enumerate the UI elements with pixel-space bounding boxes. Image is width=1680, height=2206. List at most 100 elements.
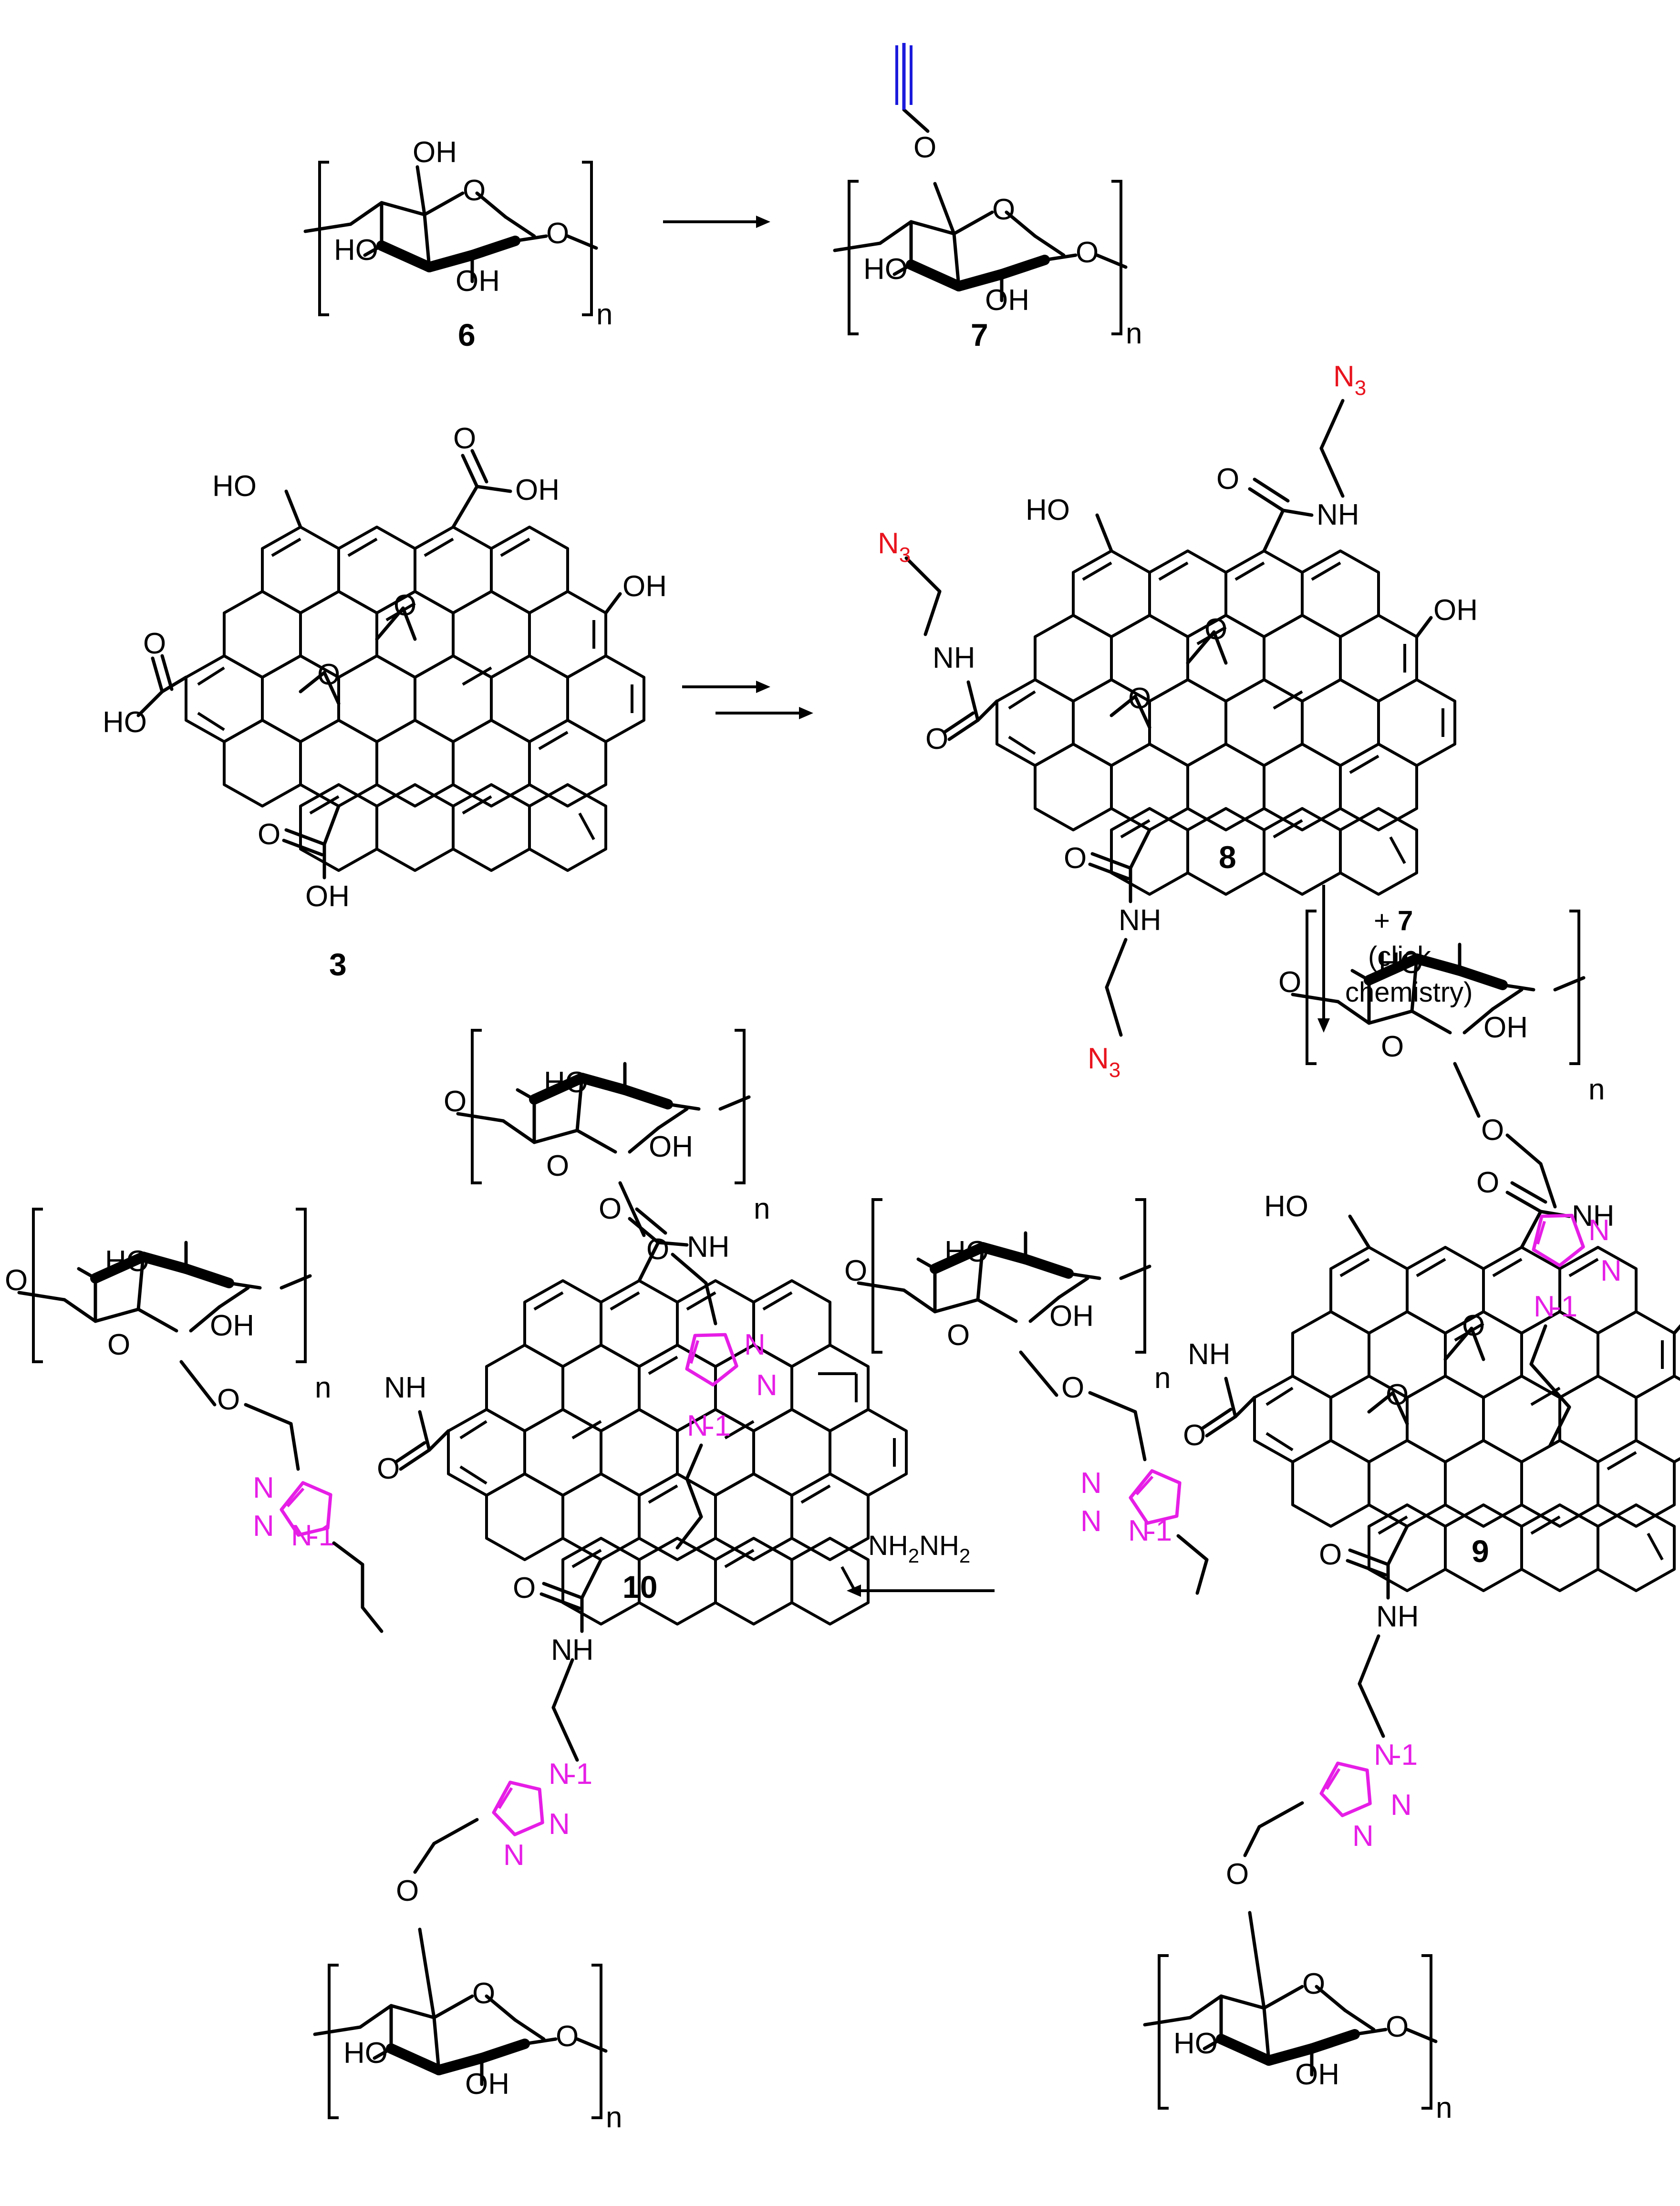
oh-label: OH <box>985 284 1029 317</box>
carbonyl-oxygen-label: O <box>1183 1419 1206 1452</box>
glycosidic-oxygen-label: O <box>1076 236 1099 269</box>
ring-oxygen-label: O <box>992 193 1015 226</box>
epoxide-oxygen-label: O <box>317 658 340 691</box>
amide-nh-label: NH <box>1188 1338 1231 1371</box>
oh-label: OH <box>1483 1011 1528 1044</box>
compound-10-cellulose-top <box>458 1030 749 1183</box>
carbonyl-oxygen-label: O <box>599 1192 622 1225</box>
click-condition-line1: + 7 <box>1374 905 1413 936</box>
oh-label: OH <box>622 570 667 603</box>
ho-label: HO <box>1264 1190 1308 1223</box>
oh-label: OH <box>305 880 350 913</box>
repeat-n-label: n <box>1436 2092 1452 2124</box>
compound-7-structure: O O HO OH O n <box>835 43 1142 350</box>
compound-10-cellulose-left <box>19 1209 310 1362</box>
compound-9-cellulose-bottom: O HO OH O n <box>1145 1911 1452 2124</box>
oh-label: OH <box>1433 594 1478 627</box>
triazole-n1-label: N <box>1374 1739 1395 1771</box>
repeat-n-label: n <box>754 1192 770 1225</box>
triazole-n-label: N <box>1080 1505 1102 1538</box>
triazole-n1-tag: -1 <box>1391 1739 1418 1771</box>
compound-9-label: 9 <box>1472 1533 1489 1569</box>
compound-10-cellulose-bottom: O HO OH O n <box>315 1927 622 2134</box>
epoxide-oxygen-label: O <box>1128 682 1151 715</box>
oh-label: OH <box>1295 2058 1339 2091</box>
ether-oxygen-label: O <box>1481 1114 1504 1147</box>
carbonyl-oxygen-label: O <box>1476 1166 1499 1199</box>
hydrazine-condition: NH2NH2 <box>868 1530 970 1567</box>
ring-oxygen-label: O <box>1302 1968 1325 2000</box>
compound-10-label: 10 <box>622 1569 657 1605</box>
triazole-n-label: N <box>1390 1789 1412 1822</box>
ring-oxygen-label: O <box>546 1150 569 1182</box>
ring-oxygen-label: O <box>947 1319 970 1352</box>
repeat-n-label: n <box>596 298 612 331</box>
triazole-ring <box>1319 1761 1371 1817</box>
triazole-n-label: N <box>253 1471 274 1504</box>
oh-label: OH <box>456 265 500 298</box>
glycosidic-oxygen-label: O <box>844 1254 867 1287</box>
oh-label: OH <box>1049 1300 1094 1333</box>
carbonyl-oxygen-label: O <box>258 818 280 851</box>
glycosidic-oxygen-label: O <box>546 217 569 250</box>
azide-label: N3 <box>878 527 911 567</box>
triazole-n1-tag: -1 <box>309 1519 335 1552</box>
compound-3-label: 3 <box>329 947 347 982</box>
ho-label: HO <box>1026 494 1070 527</box>
ho-label: HO <box>1173 2027 1218 2060</box>
epoxide-oxygen-label: O <box>1386 1378 1409 1411</box>
triazole-n-label: N <box>549 1808 570 1841</box>
ho-label: HO <box>105 1245 149 1278</box>
epoxide-oxygen-label: O <box>1204 613 1227 646</box>
oh-label: OH <box>210 1309 254 1342</box>
triazole-n-label: N <box>253 1510 274 1543</box>
triazole-n1-tag: -1 <box>705 1409 731 1442</box>
carbonyl-oxygen-label: O <box>453 422 476 455</box>
amide-nh-label: NH <box>1317 498 1359 531</box>
compound-9-cellulose-left <box>859 1200 1150 1352</box>
glycosidic-oxygen-label: O <box>1278 966 1301 999</box>
ether-oxygen-label: O <box>1226 1858 1249 1891</box>
carbonyl-oxygen-label: O <box>1216 463 1239 496</box>
ring-oxygen-label: O <box>1381 1030 1404 1063</box>
amide-nh-label: NH <box>1119 904 1161 937</box>
triazole-n1-label: N <box>1534 1290 1555 1323</box>
triazole-n-label: N <box>503 1839 525 1872</box>
triazole-n1-tag: -1 <box>566 1758 592 1791</box>
carbonyl-oxygen-label: O <box>143 627 166 660</box>
arrowhead <box>756 216 770 228</box>
oh-label: OH <box>465 2068 509 2101</box>
carbonyl-oxygen-label: O <box>1064 842 1087 875</box>
carbonyl-oxygen-label: O <box>513 1572 536 1605</box>
triazole-n1-tag: -1 <box>1146 1514 1172 1547</box>
ring-oxygen-label: O <box>472 1977 495 2010</box>
repeat-n-label: n <box>1154 1362 1171 1395</box>
carbonyl-oxygen-label: O <box>1319 1538 1342 1571</box>
compound-3-structure: HO O OH OH O HO O OH O O <box>103 422 667 913</box>
ring-oxygen-label: O <box>463 174 486 207</box>
ether-oxygen-label: O <box>217 1383 240 1416</box>
repeat-n-label: n <box>1126 317 1142 350</box>
triazole-n-label: N <box>756 1369 778 1402</box>
glycosidic-oxygen-label: O <box>556 2020 579 2053</box>
triazole-n1-label: N <box>1128 1514 1150 1547</box>
ether-oxygen-label: O <box>913 131 936 164</box>
carbonyl-oxygen-label: O <box>377 1452 400 1485</box>
ho-label: HO <box>1379 947 1423 980</box>
ho-label: HO <box>944 1235 989 1268</box>
oh-label: OH <box>649 1130 693 1163</box>
triazole-n1-label: N <box>687 1409 708 1442</box>
epoxide-oxygen-label: O <box>394 589 416 622</box>
triazole-n1-label: N <box>291 1519 312 1552</box>
amide-nh-label: NH <box>1376 1600 1419 1633</box>
triazole-ring <box>491 1780 543 1836</box>
ether-oxygen-label: O <box>396 1875 419 1907</box>
ether-oxygen-label: O <box>1061 1371 1084 1404</box>
repeat-n-label: n <box>315 1371 331 1404</box>
oh-label: OH <box>515 474 560 507</box>
ho-label: HO <box>863 253 908 286</box>
oh-label: OH <box>413 136 457 169</box>
ho-label: HO <box>103 706 147 739</box>
ho-label: HO <box>334 234 378 267</box>
triazole-n-label: N <box>1600 1254 1622 1287</box>
